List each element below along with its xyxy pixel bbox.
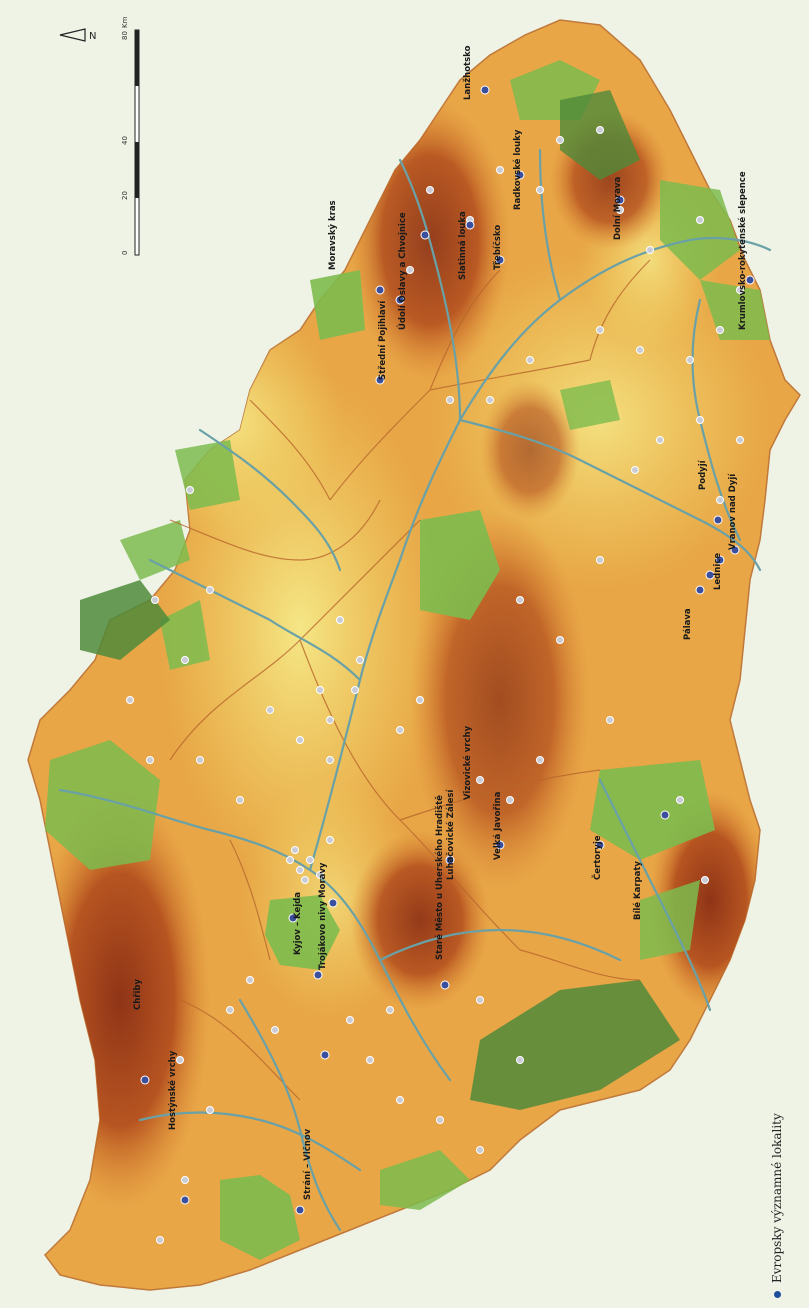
site-label: Chřiby (133, 979, 143, 1010)
rivers (58, 148, 772, 1232)
site-label: Radkovské louky (512, 129, 523, 210)
site-label: Dolní Morava (613, 177, 623, 240)
legend-label: Evropsky významné lokality (770, 1113, 784, 1283)
major-sites (140, 85, 755, 1215)
scale-tick-20: 20 (121, 191, 129, 200)
place-labels: Hostýnské vrchy Chřiby Trojákovo nivy Mo… (133, 45, 748, 1200)
scale-bar: 0 20 40 80 Km (121, 16, 140, 256)
legend-dot-icon (773, 1291, 781, 1298)
site-label: Moravský kras (328, 200, 338, 270)
site-label: Údolí Oslavy a Chvojnice (396, 212, 408, 330)
site-label: Krumlovsko-rokytenské slepence (737, 171, 748, 330)
north-arrow-icon: N (59, 28, 96, 42)
site-label: Podyjí (698, 459, 708, 490)
site-label: Slatinná louka (458, 211, 468, 280)
site-label: Vranov nad Dyjí (728, 473, 738, 550)
site-label: Třebíčsko (492, 225, 503, 270)
svg-text:N: N (89, 31, 96, 42)
site-label: Staré Město u Uherského Hradiště (434, 795, 445, 960)
scale-tick-0: 0 (121, 251, 129, 255)
site-label: Bílé Karpaty (632, 861, 643, 920)
protected-areas (45, 60, 770, 1260)
minor-sites (126, 126, 744, 1244)
site-label: Strání – Vlčnov (302, 1128, 313, 1200)
site-label: Lednice (713, 553, 723, 590)
site-label: Luhačovické Zálesí (445, 789, 456, 880)
site-label: Lanžhotsko (463, 45, 473, 100)
site-label: Střední Pojihlaví (378, 300, 388, 380)
site-label: Čertoryje (591, 835, 603, 880)
site-label: Velká Javořina (493, 791, 503, 860)
scale-tick-40: 40 (121, 136, 129, 145)
site-label: Pálava (683, 608, 693, 640)
scale-tick-80: 80 (121, 31, 129, 40)
scale-unit: Km (121, 16, 129, 28)
site-label: Trojákovo nivy Moravy (318, 862, 328, 970)
site-label: Kyjov – Kejda (293, 892, 303, 955)
site-label: Vizovické vrchy (462, 725, 473, 800)
district-boundaries (169, 259, 651, 1101)
legend: Evropsky významné lokality (770, 1113, 784, 1298)
site-label: Hostýnské vrchy (167, 1050, 178, 1130)
